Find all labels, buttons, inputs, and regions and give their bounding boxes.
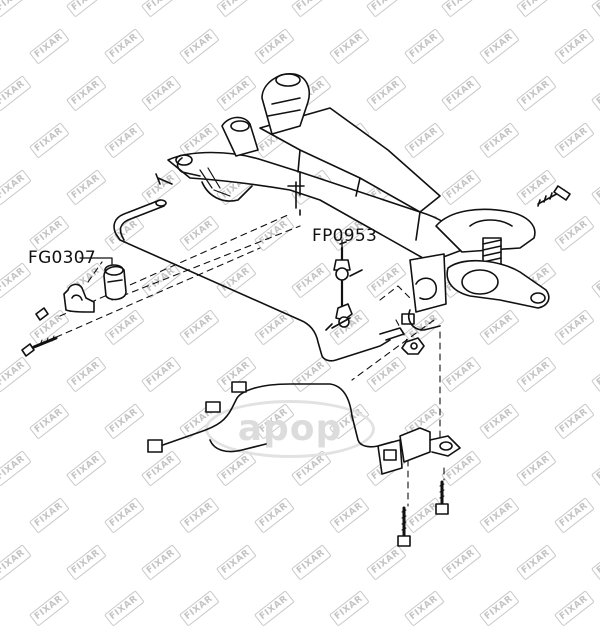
stabilizer-bushing-assembly (21, 257, 127, 357)
part-label-fp0953: FP0953 (312, 226, 378, 246)
stabilizer-link (325, 239, 425, 355)
hub-carrier (401, 185, 571, 331)
part-label-fg0307: FG0307 (28, 248, 97, 268)
stabilizer-bar (113, 199, 405, 362)
rear-subframe (155, 73, 463, 263)
height-sensor (377, 427, 461, 547)
sensor-harness (147, 381, 393, 453)
suspension-drawing (21, 73, 571, 547)
